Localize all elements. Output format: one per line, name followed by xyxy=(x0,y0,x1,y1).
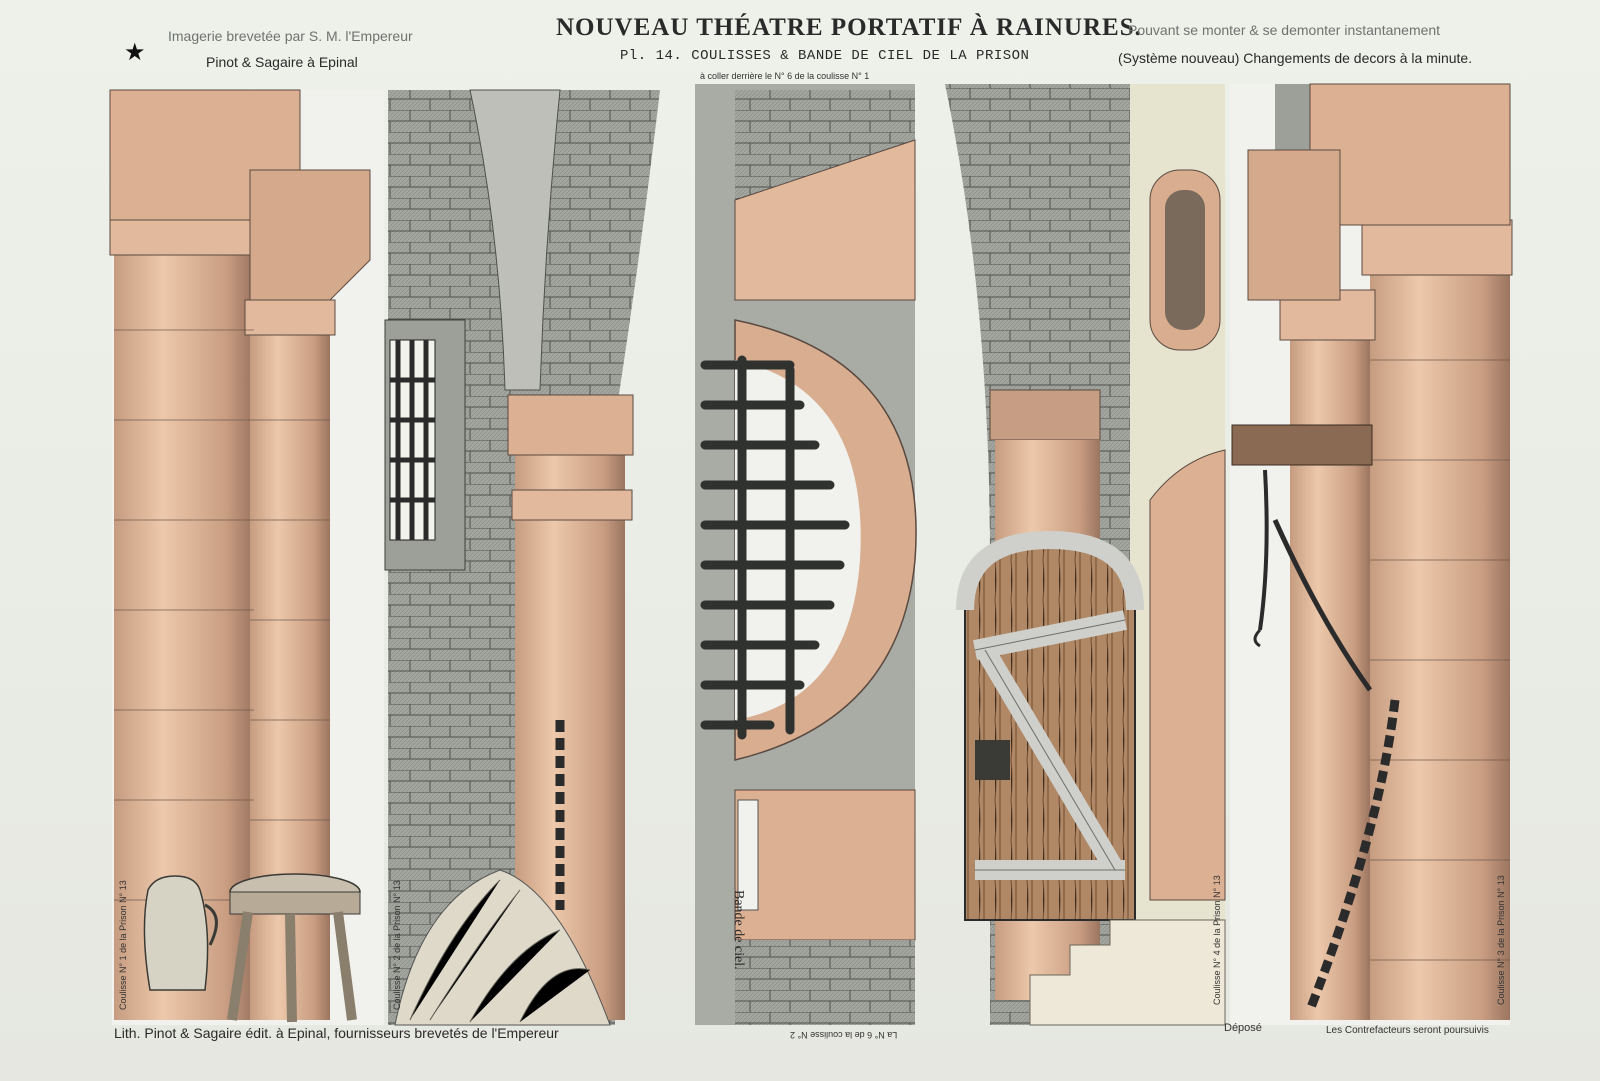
bande-de-ciel-label: Bande de ciel. xyxy=(731,890,746,970)
plate-subtitle: Pl. 14. COULISSES & BANDE DE CIEL DE LA … xyxy=(620,48,1030,64)
sheet-title: NOUVEAU THÉATRE PORTATIF À RAINURES. xyxy=(556,14,1142,41)
coulisse-2-label: Coulisse N° 2 de la Prison N° 13 xyxy=(392,880,402,1010)
coulisse-3-label: Coulisse N° 3 de la Prison N° 13 xyxy=(1496,875,1506,1005)
coulisse-1-panel xyxy=(109,89,384,1025)
bande-de-ciel-panel xyxy=(695,84,917,1025)
coulisse-4-label: Coulisse N° 4 de la Prison N° 13 xyxy=(1212,875,1222,1005)
star-mark: ★ xyxy=(124,38,146,66)
paste-note-top: à coller derrière le N° 6 de la coulisse… xyxy=(700,71,870,81)
tagline-bottom: (Système nouveau) Changements de decors … xyxy=(1118,50,1473,66)
tagline-top: Pouvant se monter & se demonter instanta… xyxy=(1128,22,1441,38)
coulisse-3-panel xyxy=(1230,83,1513,1025)
paste-note-bottom: La N° 6 de la coulisse N° 2 xyxy=(790,1030,898,1040)
publisher-line: Pinot & Sagaire à Epinal xyxy=(206,54,358,70)
lithographer-credit: Lith. Pinot & Sagaire édit. à Epinal, fo… xyxy=(114,1025,559,1041)
counterfeit-warning: Les Contrefacteurs seront poursuivis xyxy=(1326,1025,1489,1036)
coulisse-1-label: Coulisse N° 1 de la Prison N° 13 xyxy=(118,880,128,1010)
coulisse-2-panel xyxy=(384,89,660,1026)
coulisse-4-panel xyxy=(945,84,1226,1026)
imprint-line: Imagerie brevetée par S. M. l'Empereur xyxy=(168,28,413,44)
depose-mark: Déposé xyxy=(1224,1022,1262,1034)
